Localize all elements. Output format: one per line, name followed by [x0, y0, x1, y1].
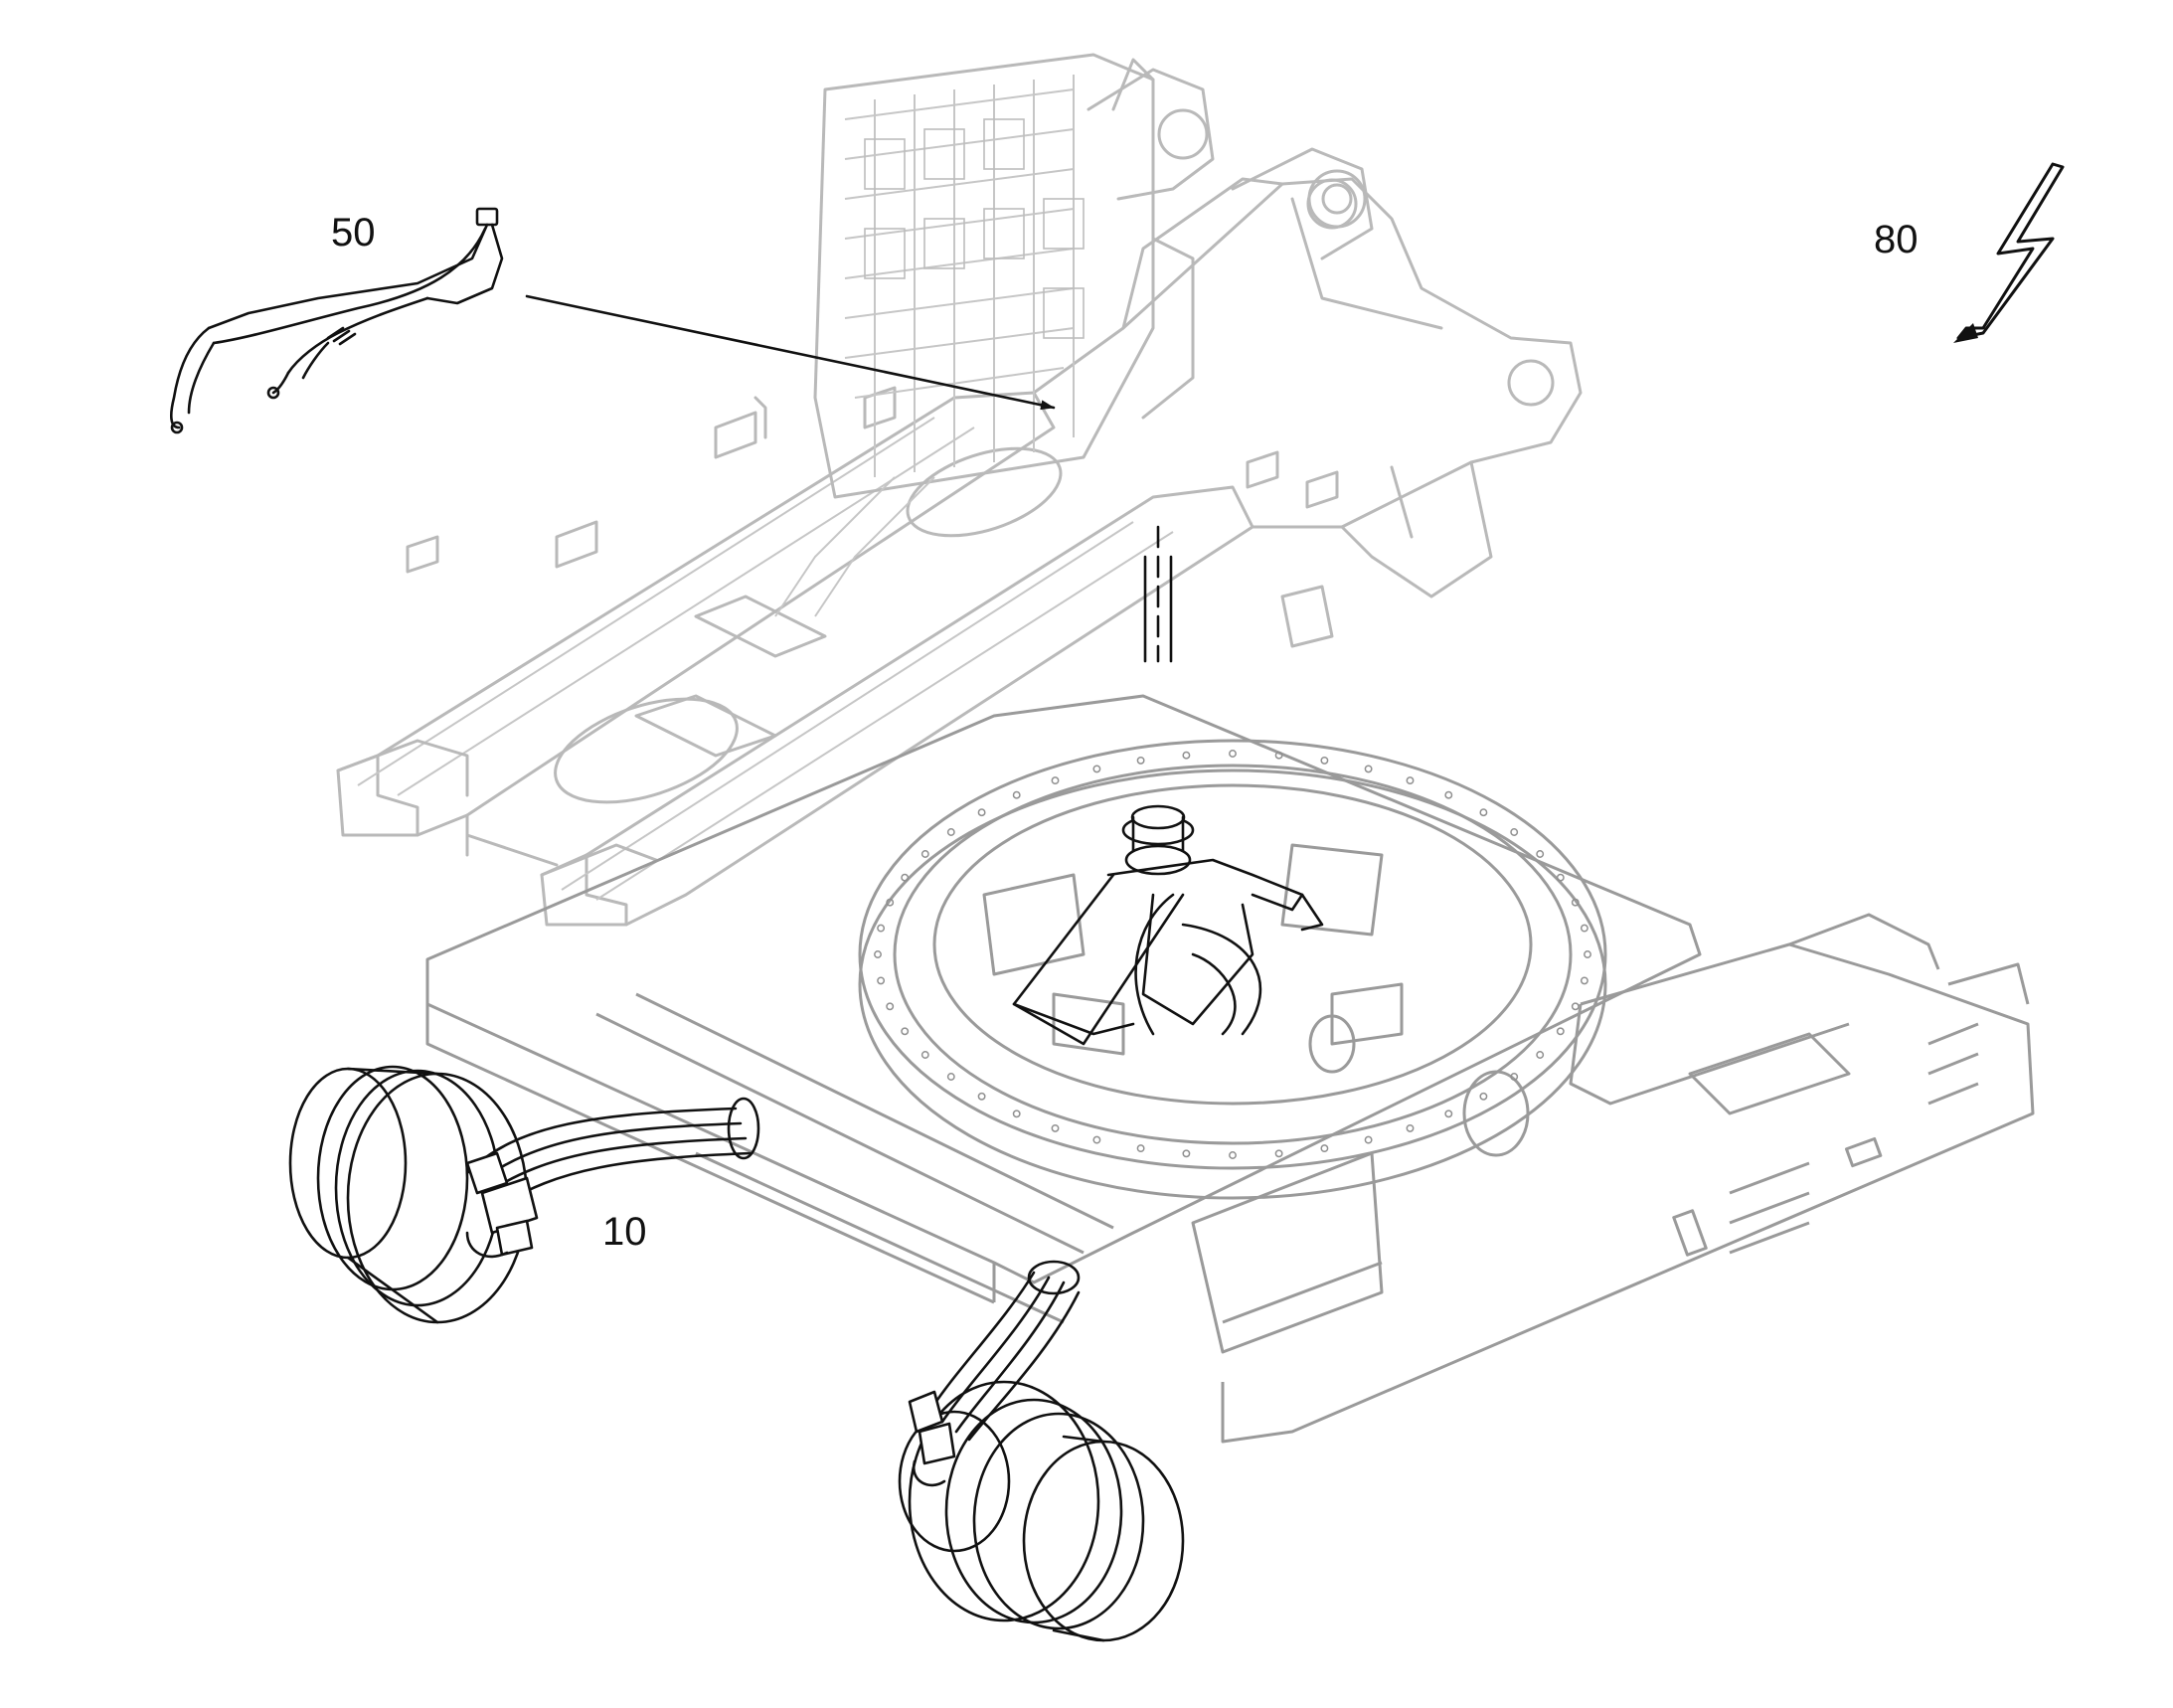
bolt-hole [1536, 1051, 1545, 1059]
valve-block [774, 53, 1195, 617]
bolt-hole [886, 1002, 895, 1011]
bolt-hole [920, 850, 929, 858]
bolt-hole [1320, 1144, 1329, 1153]
bolt-hole [1556, 873, 1565, 882]
bolt-hole [1406, 776, 1415, 785]
ref-label-harness: 50 [331, 211, 376, 255]
bolt-hole [1580, 976, 1588, 985]
bolt-hole [1182, 751, 1191, 760]
bolt-hole [1229, 1151, 1237, 1159]
bolt-hole [1580, 924, 1588, 933]
ref-label-assembly: 10 [602, 1210, 647, 1254]
hose-assembly-right [908, 1260, 1081, 1487]
boom-bracket [1032, 68, 1583, 648]
bolt-hole [901, 873, 910, 882]
bolt-hole [1320, 756, 1329, 765]
hose-assembly-left [465, 1097, 760, 1259]
lightning-bolt-icon [1956, 162, 2065, 340]
right-side-frame [1191, 913, 2035, 1444]
bolt-hole [1136, 756, 1145, 765]
bolt-hole [1584, 950, 1591, 958]
bolt-hole [1571, 1002, 1580, 1011]
bolt-hole [1051, 776, 1060, 785]
bolt-hole [877, 976, 886, 985]
bolt-hole [1274, 751, 1283, 760]
slewing-ring [858, 739, 1607, 1200]
bolt-hole [874, 950, 882, 958]
bolt-hole [1012, 790, 1021, 799]
wire-harness [169, 207, 504, 434]
bolt-hole [1444, 790, 1453, 799]
bolt-hole [1051, 1123, 1060, 1132]
bolt-hole [1510, 1073, 1519, 1081]
ring-bolts [874, 750, 1591, 1159]
bolt-hole [946, 828, 955, 836]
bolt-hole [920, 1051, 929, 1059]
bolt-hole [1444, 1110, 1453, 1118]
bolt-hole [1479, 1092, 1488, 1101]
bolt-hole [946, 1073, 955, 1081]
lightning-bolt-tip-icon [1953, 323, 1978, 343]
bolt-hole [1556, 1027, 1565, 1036]
bolt-hole [1182, 1149, 1191, 1158]
bolt-hole [1364, 1135, 1373, 1144]
leader-arrow-icon [525, 294, 1056, 411]
bolt-hole [1536, 850, 1545, 858]
bolt-hole [977, 1092, 986, 1101]
bolt-hole [1406, 1123, 1415, 1132]
bolt-hole [1136, 1144, 1145, 1153]
bolt-hole [901, 1027, 910, 1036]
bolt-hole [1571, 898, 1580, 907]
bolt-hole [877, 924, 886, 933]
bolt-hole [886, 898, 895, 907]
bolt-hole [1364, 765, 1373, 773]
rotary-joint [1012, 525, 1324, 1046]
bolt-hole [1479, 808, 1488, 817]
bolt-hole [1510, 828, 1519, 836]
right-drive-drum [898, 1380, 1185, 1642]
bolt-hole [1229, 750, 1237, 758]
bolt-hole [1274, 1149, 1283, 1158]
ref-label-signal: 80 [1874, 218, 1919, 261]
bolt-hole [1092, 1135, 1101, 1144]
bolt-hole [977, 808, 986, 817]
bolt-hole [1012, 1110, 1021, 1118]
bolt-hole [1092, 765, 1101, 773]
upper-frame [336, 386, 1339, 927]
